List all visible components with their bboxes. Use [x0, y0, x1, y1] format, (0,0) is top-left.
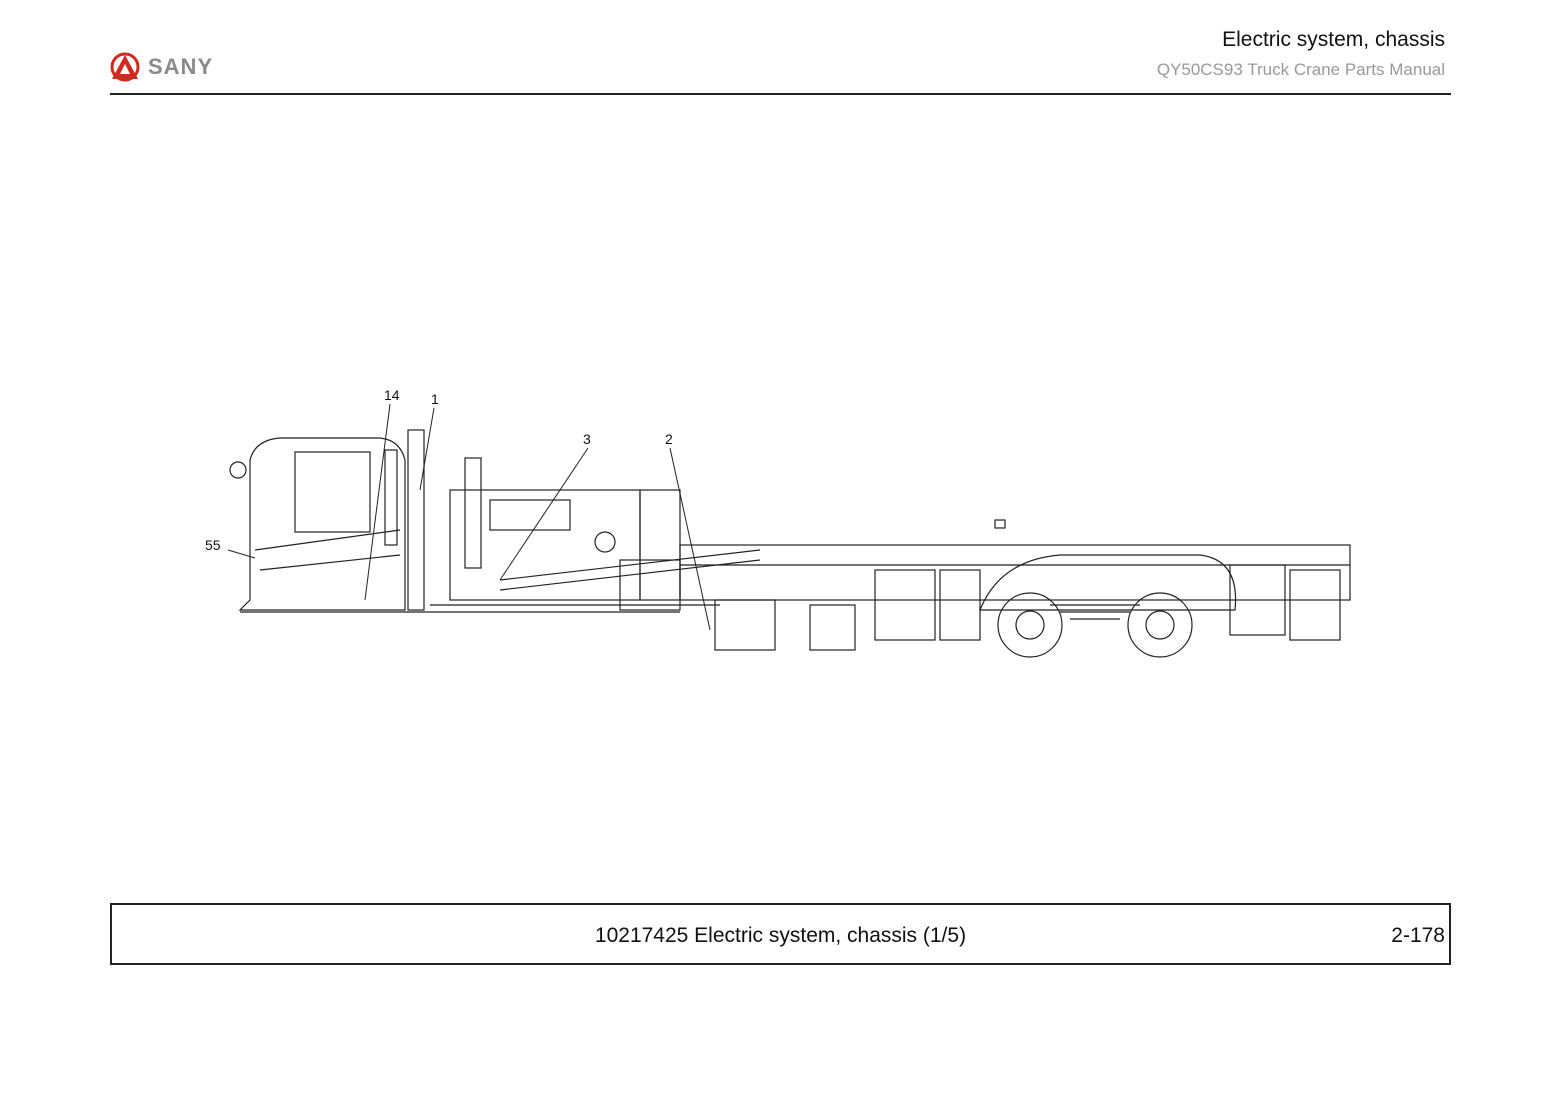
- brand-name: SANY: [148, 54, 214, 79]
- page-title: Electric system, chassis: [1222, 28, 1445, 51]
- engine-section: [449, 489, 761, 611]
- exhaust-stack: [407, 429, 482, 611]
- figure-caption: 10217425 Electric system, chassis (1/5): [594, 924, 967, 947]
- callout-leader-1: [419, 407, 435, 491]
- tank-boxes: [714, 564, 1341, 651]
- header-divider: [110, 93, 1451, 95]
- sany-emblem-icon: [110, 52, 140, 82]
- figure-caption-box: 10217425 Electric system, chassis (1/5) …: [110, 903, 1451, 965]
- callout-leader-3: [499, 447, 589, 581]
- callout-leader-2: [669, 447, 711, 631]
- callout-14: 14: [384, 387, 400, 403]
- sany-logo: SANY: [108, 52, 213, 82]
- callout-leader-55: [227, 549, 256, 559]
- callout-3: 3: [583, 431, 591, 447]
- chassis-drawing: 14 1 3 2 55: [205, 387, 1351, 658]
- cab-outline: [229, 437, 406, 611]
- page-number: 2-178: [1391, 924, 1445, 947]
- callout-55: 55: [205, 537, 221, 553]
- callout-leader-14: [364, 403, 391, 601]
- callout-1: 1: [431, 391, 439, 407]
- callout-2: 2: [665, 431, 673, 447]
- manual-subtitle: QY50CS93 Truck Crane Parts Manual: [1156, 60, 1445, 79]
- rear-bogie: [979, 519, 1237, 658]
